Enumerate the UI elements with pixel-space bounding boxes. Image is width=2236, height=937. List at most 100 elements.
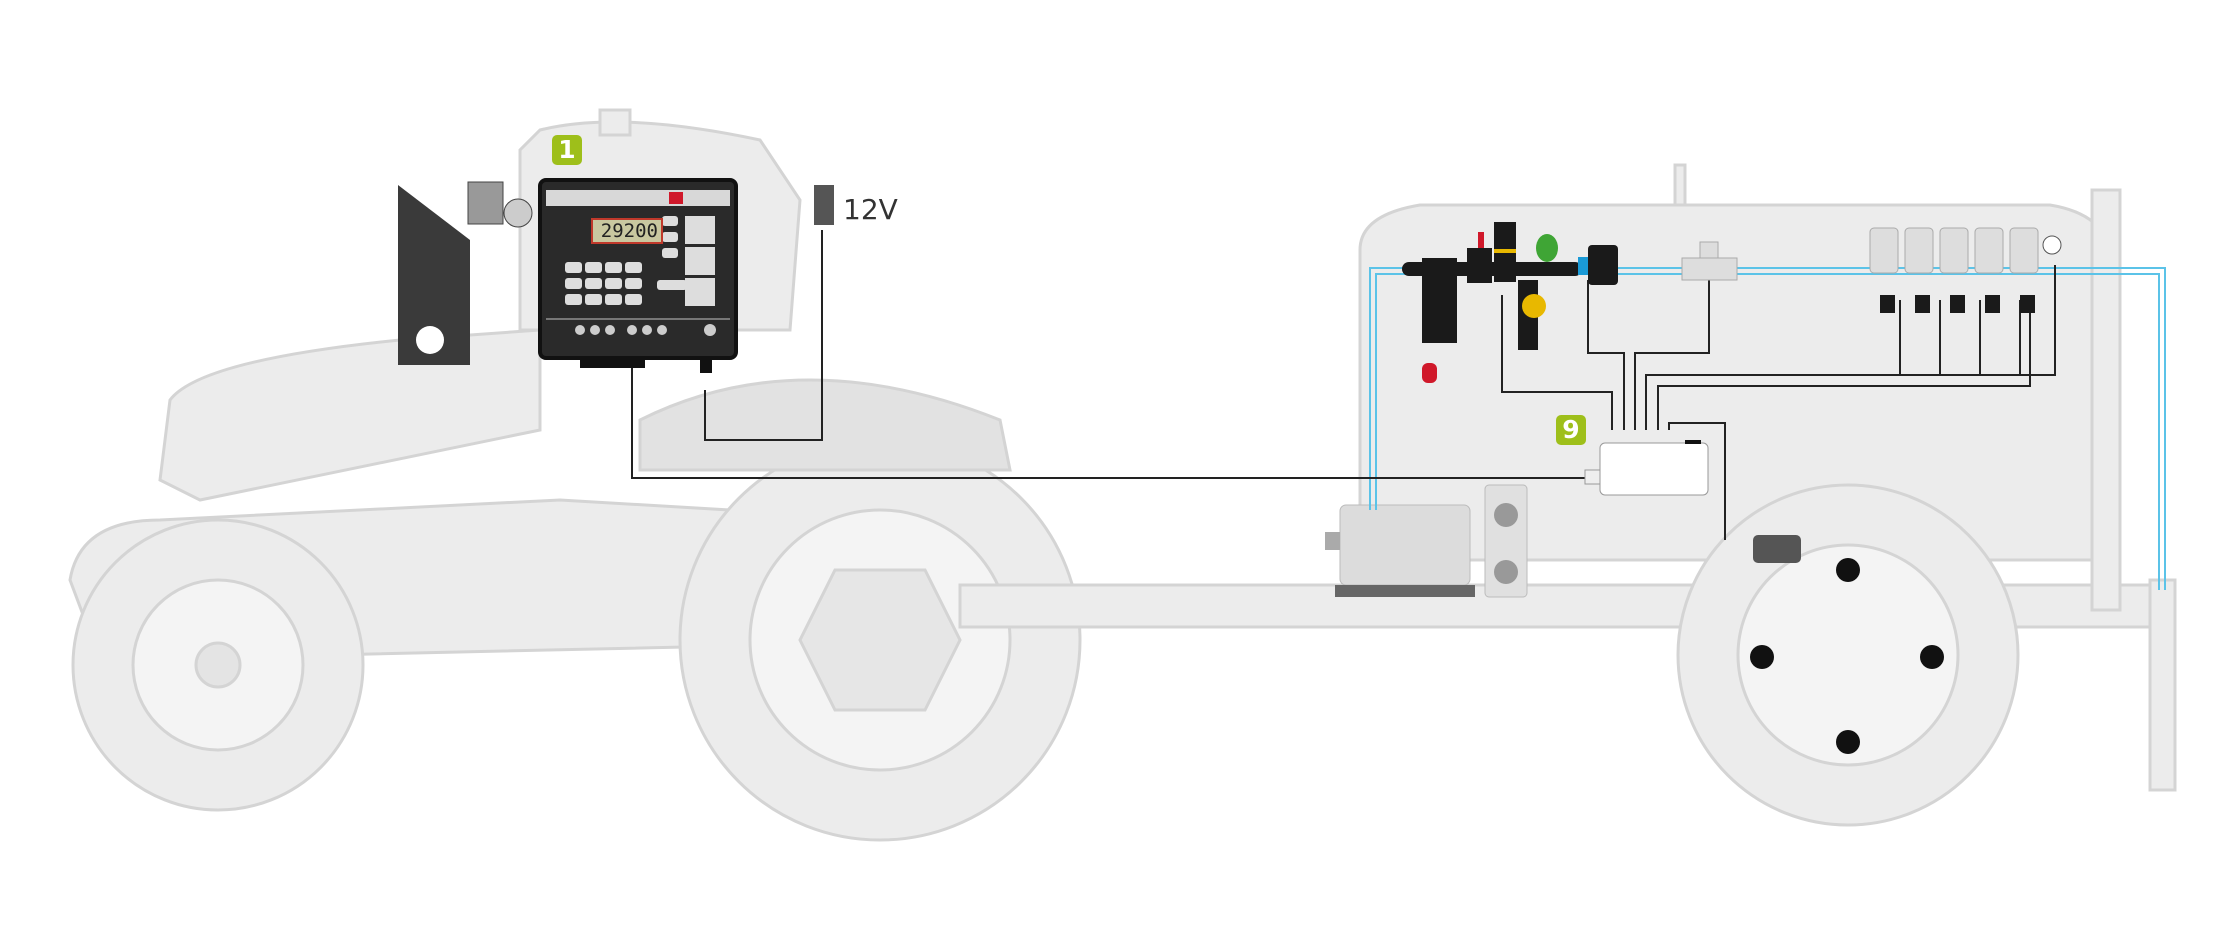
rear-wheel-hub xyxy=(798,568,962,712)
tractor-hood xyxy=(158,328,542,502)
cables xyxy=(631,230,2056,540)
key[interactable] xyxy=(565,294,582,305)
valve-motor xyxy=(1950,295,1965,313)
key[interactable] xyxy=(625,262,642,273)
section-switch[interactable] xyxy=(575,325,585,335)
cable xyxy=(1657,300,2031,430)
arrow-pad[interactable] xyxy=(657,280,687,290)
filter xyxy=(1422,258,1457,343)
pump-unit xyxy=(1325,484,1528,598)
flow-meter-head xyxy=(1699,241,1719,259)
sensor-collar xyxy=(1578,257,1588,275)
pump-port xyxy=(1494,503,1518,527)
cable xyxy=(1645,265,2056,430)
pressure-sensor xyxy=(1588,245,1618,285)
controller-connector xyxy=(700,358,712,373)
valve-motor xyxy=(1880,295,1895,313)
tractor-exhaust xyxy=(598,108,632,137)
key[interactable] xyxy=(565,278,582,289)
trailer xyxy=(958,163,2177,827)
valve-motor xyxy=(1985,295,2000,313)
pump-port xyxy=(1494,560,1518,584)
rear-support xyxy=(2148,578,2177,792)
mount-bracket xyxy=(398,181,533,365)
junction-box xyxy=(1584,440,1709,496)
controller-cable xyxy=(631,365,1585,479)
pump-base xyxy=(1335,585,1475,597)
controller-mount xyxy=(580,358,645,368)
junction-box-body xyxy=(1599,442,1709,496)
speed-sensor xyxy=(1753,535,1801,563)
label-card xyxy=(685,247,715,275)
tractor-fender xyxy=(638,378,1012,472)
controller-header xyxy=(546,190,730,206)
valve-motor xyxy=(1915,295,1930,313)
cable xyxy=(1587,280,1625,430)
bracket-knob xyxy=(503,198,533,228)
bracket-clamp xyxy=(467,181,504,225)
section-valve xyxy=(1869,227,1899,274)
key[interactable] xyxy=(605,278,622,289)
key[interactable] xyxy=(625,278,642,289)
bolt xyxy=(1836,730,1860,754)
valve-motor xyxy=(2020,295,2035,313)
cable xyxy=(1668,422,1726,540)
key[interactable] xyxy=(585,278,602,289)
valve-stripe xyxy=(1494,249,1516,253)
key[interactable] xyxy=(565,262,582,273)
controller-display: 29200 xyxy=(591,218,663,244)
section-switch[interactable] xyxy=(590,325,600,335)
controller xyxy=(538,178,738,373)
pressure-gauge-icon xyxy=(2042,235,2062,255)
junction-connector xyxy=(1685,440,1701,444)
tank-vent xyxy=(1673,163,1687,207)
key[interactable] xyxy=(625,294,642,305)
key[interactable] xyxy=(662,232,678,242)
bolt xyxy=(1836,558,1860,582)
battery-icon xyxy=(814,185,834,225)
bracket-hole xyxy=(416,326,444,354)
front-wheel-hub xyxy=(194,641,242,689)
section-valve xyxy=(1904,227,1934,274)
rear-frame xyxy=(2090,188,2122,612)
valve-lever xyxy=(1478,232,1484,248)
filter-drain xyxy=(1422,363,1437,383)
trailer-wheel-rim xyxy=(1736,543,1960,767)
yellow-valve xyxy=(1522,294,1546,318)
cable xyxy=(1634,280,1710,430)
master-switch[interactable] xyxy=(704,324,716,336)
section-cables xyxy=(1899,300,2021,375)
valve-block xyxy=(1402,222,1738,383)
panel-divider xyxy=(546,318,730,320)
power-label: 12V xyxy=(843,193,898,226)
pipe xyxy=(1369,267,2166,590)
hydraulic-pipes xyxy=(1369,267,2166,590)
wheel-bolts xyxy=(1750,558,1944,754)
brand-logo xyxy=(669,192,683,204)
tractor xyxy=(68,108,1082,842)
section-switch[interactable] xyxy=(642,325,652,335)
key[interactable] xyxy=(585,262,602,273)
section-switch[interactable] xyxy=(627,325,637,335)
main-valve xyxy=(1467,248,1492,283)
green-valve-cap xyxy=(1536,234,1558,262)
key[interactable] xyxy=(605,262,622,273)
section-valve xyxy=(1974,227,2004,274)
key[interactable] xyxy=(585,294,602,305)
power-cable xyxy=(704,230,823,441)
bolt xyxy=(1920,645,1944,669)
key[interactable] xyxy=(605,294,622,305)
junction-gland xyxy=(1584,469,1601,485)
pump-shaft xyxy=(1325,532,1340,550)
key[interactable] xyxy=(662,248,678,258)
pump xyxy=(1339,504,1471,586)
junction-number-badge: 9 xyxy=(1556,415,1586,445)
section-switch[interactable] xyxy=(605,325,615,335)
flow-meter xyxy=(1681,257,1738,281)
label-card xyxy=(685,216,715,244)
section-switch[interactable] xyxy=(657,325,667,335)
key[interactable] xyxy=(662,216,678,226)
cable xyxy=(1501,295,1613,430)
